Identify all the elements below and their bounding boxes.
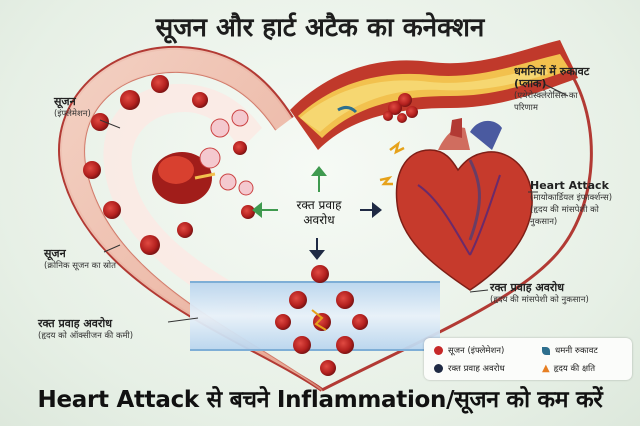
center-label: रक्त प्रवाह अवरोध [284, 198, 354, 228]
label-sub-2: (हृदय की मांसपेशी को [530, 205, 599, 215]
label-sub: (क्रोनिक सूजन का स्रोत [44, 261, 116, 271]
flame-icon: ▲ [542, 363, 550, 374]
arrow-left-icon [252, 202, 278, 218]
label-artery-plaque: धमनियों में रुकावट (प्लाक) (एथेरोस्क्लेर… [514, 66, 589, 114]
leader-lines [99, 83, 569, 323]
anatomical-heart [379, 118, 533, 291]
legend-item: धमनी रुकावट [542, 345, 598, 356]
footer-caption: Heart Attack से बचने Inflammation/सूजन क… [37, 387, 603, 413]
label-main: सूजन [54, 95, 76, 108]
label-sub: (हृदय की मांसपेशी को नुकसान) [490, 295, 589, 305]
inflammation-cluster [152, 109, 254, 204]
blood-vessel [190, 265, 440, 376]
label-main: रक्त प्रवाह अवरोध [490, 281, 565, 294]
legend-item: ▲हृदय की क्षति [542, 363, 595, 374]
label-swelling-chronic: सूजन (क्रोनिक सूजन का स्रोत [44, 248, 116, 272]
label-sub: (इंफ्लेमेशन) [54, 109, 91, 119]
legend: सूजन (इंफ्लेमेशन) धमनी रुकावट रक्त प्रवा… [424, 338, 632, 380]
legend-label: सूजन (इंफ्लेमेशन) [448, 346, 505, 356]
arrow-right-icon [360, 202, 382, 218]
legend-item: सूजन (इंफ्लेमेशन) [434, 345, 504, 356]
plaque-leaf-icon [542, 346, 550, 355]
center-label-line-2: अवरोध [303, 213, 335, 227]
legend-label: धमनी रुकावट [555, 346, 598, 356]
legend-item: रक्त प्रवाह अवरोध [434, 363, 505, 374]
arrow-down-icon [309, 238, 325, 260]
label-main: Heart Attack [530, 179, 609, 192]
flow-arrows [252, 166, 382, 260]
legend-label: हृदय की क्षति [553, 364, 596, 374]
arrow-up-icon [311, 166, 327, 192]
label-heart-attack: Heart Attack (मायोकार्डियल इंफार्क्शन्स)… [530, 180, 612, 228]
red-blood-cells [83, 75, 255, 255]
label-main-2: (प्लाक) [514, 77, 547, 90]
label-main: सूजन [44, 247, 66, 260]
red-cell-icon [434, 346, 443, 355]
legend-label: रक्त प्रवाह अवरोध [448, 364, 505, 374]
label-sub-3: नुकसान) [530, 217, 558, 227]
label-swelling-top: सूजन (इंफ्लेमेशन) [54, 96, 91, 120]
label-sub: (हृदय को ऑक्सीजन की कमी) [38, 331, 134, 341]
label-main: रक्त प्रवाह अवरोध [38, 317, 113, 330]
label-blockage-left: रक्त प्रवाह अवरोध (हृदय को ऑक्सीजन की कम… [38, 318, 133, 342]
label-sub-2: परिणाम [514, 103, 538, 113]
label-blockage-right: रक्त प्रवाह अवरोध (हृदय की मांसपेशी को न… [490, 282, 589, 306]
page-title: सूजन और हार्ट अटैक का कनेक्शन [155, 13, 485, 43]
center-label-line-1: रक्त प्रवाह [296, 198, 342, 212]
label-sub: (एथेरोस्क्लेरोसिस का [514, 91, 578, 101]
navy-dot-icon [434, 364, 443, 373]
artery [290, 40, 578, 150]
label-sub: (मायोकार्डियल इंफार्क्शन्स) [530, 193, 613, 203]
label-main: धमनियों में रुकावट [514, 65, 590, 78]
